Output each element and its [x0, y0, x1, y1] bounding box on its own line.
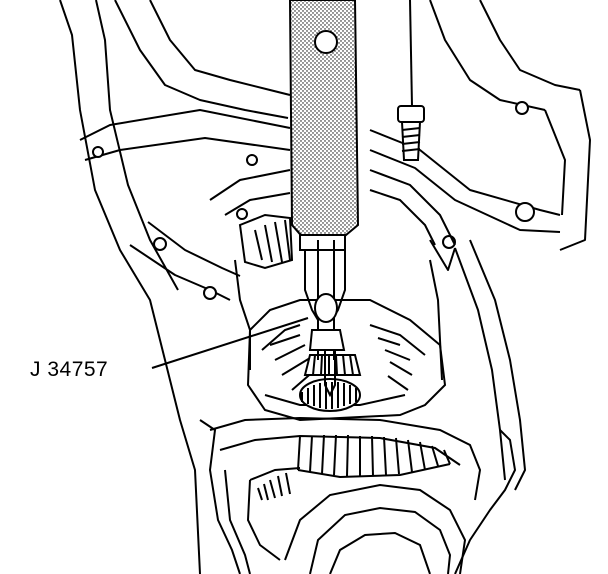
- pinion-gear: [303, 354, 362, 376]
- left-bevel-gear: [238, 213, 294, 270]
- tool-j34757: [288, 0, 360, 398]
- callout-label: J 34757: [30, 358, 109, 381]
- callout-leader: [151, 317, 309, 369]
- bolt-holes: [92, 101, 535, 300]
- lower-case: [199, 419, 251, 574]
- spring-bolt: [397, 0, 425, 161]
- ring-gear: [209, 416, 482, 574]
